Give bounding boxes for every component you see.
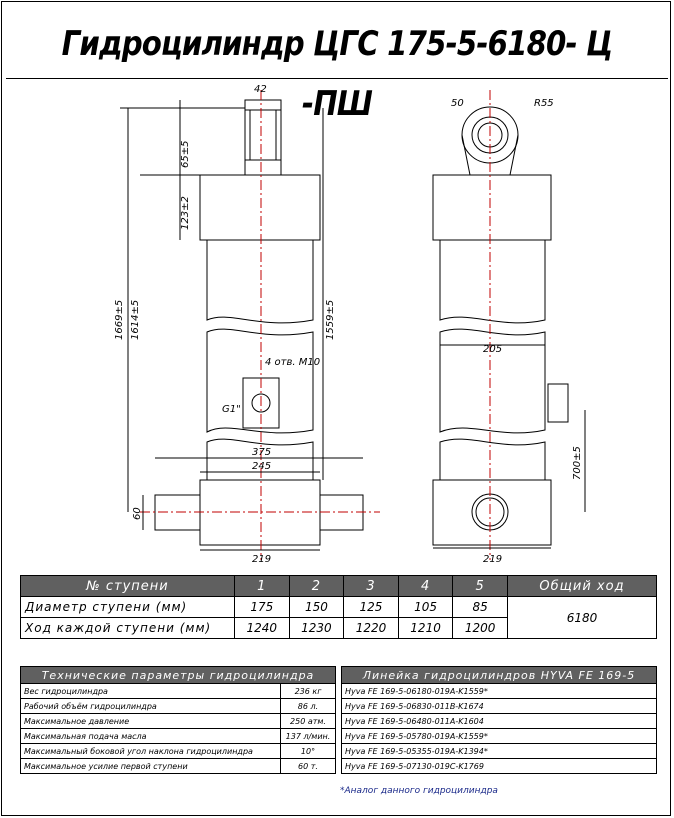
step-number-3: 3 — [343, 575, 399, 597]
step-number-4: 4 — [397, 575, 454, 597]
dim-1614: 1614±5 — [130, 300, 141, 340]
hyva-row: Hyva FE 169-5-05780-019A-K1559* — [341, 728, 657, 744]
diameter-4: 105 — [397, 596, 454, 618]
steps-table: № ступени 1 2 3 4 5 Общий ход Диаметр ст… — [20, 575, 657, 639]
tech-row: Максимальный боковой угол наклона гидроц… — [20, 743, 336, 759]
drawing-title: Гидроцилиндр ЦГС 175-5-6180- Ц -ПШ — [61, 24, 614, 124]
tech-value: 137 л/мин. — [280, 728, 336, 744]
side-cylinder-base — [432, 479, 552, 546]
dim-219-left: 219 — [252, 554, 271, 565]
tech-label: Максимальное усилие первой ступени — [20, 758, 281, 774]
steps-header-row: № ступени 1 2 3 4 5 Общий ход — [20, 575, 657, 597]
cylinder-drawing: 42 65±5 123±2 1669±5 1614±5 1559±5 4 отв… — [114, 84, 586, 565]
dim-700: 700±5 — [572, 446, 583, 480]
dim-65: 65±5 — [180, 141, 191, 168]
hyva-model: Hyva FE 169-5-05780-019A-K1559* — [341, 728, 657, 744]
tech-params-header: Технические параметры гидроцилиндра — [20, 666, 336, 684]
dim-1559: 1559±5 — [325, 300, 336, 340]
dim-42: 42 — [254, 84, 267, 95]
hyva-model: Hyva FE 169-5-05355-019A-K1394* — [341, 743, 657, 759]
tech-value: 10° — [280, 743, 336, 759]
hyva-model: Hyva FE 169-5-06830-011B-K1674 — [341, 698, 657, 714]
step-number-2: 2 — [288, 575, 345, 597]
diameter-2: 150 — [288, 596, 345, 618]
cylinder-head — [199, 174, 321, 241]
tech-label: Максимальный боковой угол наклона гидроц… — [20, 743, 281, 759]
dim-60: 60 — [132, 507, 143, 520]
tech-label: Рабочий объём гидроцилиндра — [20, 698, 281, 714]
front-view — [120, 90, 380, 560]
title-rule — [6, 78, 668, 79]
hyva-row: Hyva FE 169-5-05355-019A-K1394* — [341, 743, 657, 759]
diameter-row: Диаметр ступени (мм) 175 150 125 105 85 … — [20, 596, 657, 639]
diameter-1: 175 — [234, 596, 290, 618]
total-stroke-value: 6180 — [507, 596, 657, 639]
hyva-row: Hyva FE 169-5-06180-019A-K1559* — [341, 683, 657, 699]
tech-label: Вес гидроцилиндра — [20, 683, 281, 699]
dim-245: 245 — [252, 461, 271, 472]
tech-value: 250 атм. — [280, 713, 336, 729]
dim-1669: 1669±5 — [114, 300, 125, 340]
stroke-1: 1240 — [234, 617, 290, 639]
stroke-2: 1230 — [288, 617, 345, 639]
diameter-5: 85 — [452, 596, 508, 618]
step-number-5: 5 — [452, 575, 508, 597]
dim-205: 205 — [483, 344, 502, 355]
hyva-row: Hyva FE 169-5-06480-011A-K1604 — [341, 713, 657, 729]
total-stroke-header: Общий ход — [507, 575, 657, 597]
tech-label: Максимальное давление — [20, 713, 281, 729]
tech-value: 60 т. — [280, 758, 336, 774]
hyva-line-header: Линейка гидроцилиндров HYVA FE 169-5 — [341, 666, 657, 684]
dim-375: 375 — [252, 447, 271, 458]
stroke-4: 1210 — [397, 617, 454, 639]
diameter-3: 125 — [343, 596, 399, 618]
dim-50: 50 — [451, 98, 464, 109]
steps-header-label: № ступени — [20, 575, 235, 597]
stroke-5: 1200 — [452, 617, 508, 639]
dim-port-thread: G1" — [222, 404, 241, 415]
hyva-model: Hyva FE 169-5-07130-019C-K1769 — [341, 758, 657, 774]
side-port-block — [547, 383, 569, 423]
side-view — [432, 90, 586, 560]
tech-value: 86 л. — [280, 698, 336, 714]
dim-port: 4 отв. М10 — [265, 357, 320, 368]
dim-219-right: 219 — [483, 554, 502, 565]
side-cylinder-head — [432, 174, 552, 241]
stroke-label: Ход каждой ступени (мм) — [20, 617, 235, 639]
hyva-row: Hyva FE 169-5-06830-011B-K1674 — [341, 698, 657, 714]
dim-r55: R55 — [534, 98, 554, 109]
tech-params-table: Технические параметры гидроцилиндра Вес … — [20, 666, 336, 774]
diameter-label: Диаметр ступени (мм) — [20, 596, 235, 618]
hyva-line-table: Линейка гидроцилиндров HYVA FE 169-5 Hyv… — [341, 666, 657, 774]
stroke-3: 1220 — [343, 617, 399, 639]
hyva-model: Hyva FE 169-5-06180-019A-K1559* — [341, 683, 657, 699]
tech-value: 236 кг — [280, 683, 336, 699]
port-circle — [251, 393, 271, 413]
stroke-row: Ход каждой ступени (мм) 1240 1230 1220 1… — [20, 617, 657, 639]
tech-label: Максимальная подача масла — [20, 728, 281, 744]
hyva-model: Hyva FE 169-5-06480-011A-K1604 — [341, 713, 657, 729]
dim-123: 123±2 — [180, 196, 191, 230]
step-number-1: 1 — [234, 575, 290, 597]
analog-footnote: *Аналог данного гидроцилиндра — [340, 786, 498, 796]
hyva-row: Hyva FE 169-5-07130-019C-K1769 — [341, 758, 657, 774]
